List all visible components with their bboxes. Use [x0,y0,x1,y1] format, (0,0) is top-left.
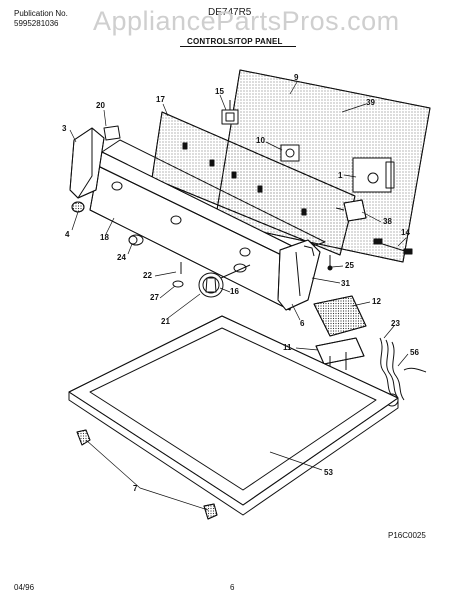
top-panel-part [68,315,399,516]
callout-label: 6 [300,319,305,328]
callout-label: 9 [294,73,299,82]
callout-label: 16 [230,287,239,296]
callout-label: 22 [143,271,152,280]
callout-label: 20 [96,101,105,110]
callout-label: 53 [324,468,333,477]
knob-part [198,263,251,298]
leader-lines [69,81,409,511]
callout-label: 10 [256,136,265,145]
publication-label: Publication No. [14,9,68,18]
watermark: AppliancePartsPros.com [93,6,400,36]
callout-label: 23 [391,319,400,328]
callout-label: 14 [401,228,410,237]
console-panel-part [151,111,356,256]
small-parts [172,262,184,288]
footer-date: 04/96 [14,583,35,592]
callout-label: 31 [341,279,350,288]
right-end-cap-part [277,239,321,311]
mounting-bracket-part [315,337,365,370]
callout-label: 39 [366,98,375,107]
switch-part [221,100,239,125]
callout-label: 21 [161,317,170,326]
clip-part [71,201,85,213]
callout-label: 3 [62,124,67,133]
callout-label: 56 [410,348,419,357]
callout-label: 11 [283,343,292,352]
corner-clip-left [76,429,91,446]
screw-part [327,255,333,271]
callout-label: 4 [65,230,70,239]
callout-label: 15 [215,87,224,96]
callout-label: 17 [156,95,165,104]
circuit-board-part [313,295,367,337]
corner-clip-bottom [203,503,218,520]
callout-label: 27 [150,293,159,302]
title-rule [180,46,296,47]
model-number: DE747R5 [208,7,252,18]
timer-part [352,157,395,193]
figure-code: P16C0025 [388,531,426,540]
page-number: 6 [230,583,235,592]
left-end-cap-part [69,125,121,199]
bracket-part [335,199,367,222]
rotary-switch-part [280,144,300,162]
callout-label: 24 [117,253,126,262]
callout-label: 18 [100,233,109,242]
callout-label: 38 [383,217,392,226]
callout-label: 7 [133,484,138,493]
section-title: CONTROLS/TOP PANEL [187,37,283,46]
callout-label: 1 [338,171,343,180]
button-part [128,234,144,246]
wire-lead-part [373,238,413,255]
publication-number: 5995281036 [14,19,59,28]
callout-label: 25 [345,261,354,270]
callout-label: 12 [372,297,381,306]
